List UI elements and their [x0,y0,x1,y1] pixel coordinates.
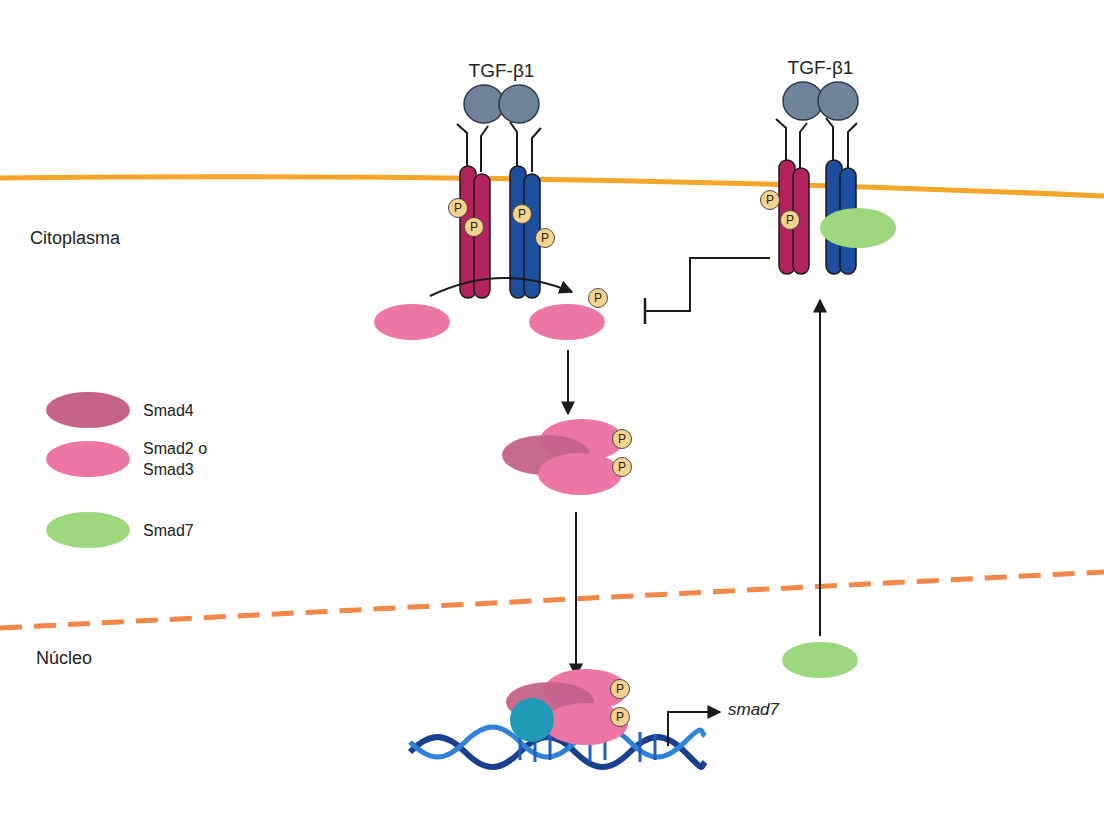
ligand-name: TGF-β1 [454,60,549,82]
phosphate-circle: P [612,457,632,477]
transcription-arrow [668,712,720,746]
compartment-label: Citoplasma [30,228,120,249]
phosphate-circle: P [464,217,484,237]
ligand-monomer [499,85,539,123]
phosphate-label: P [541,232,549,244]
compartment-label: Núcleo [36,648,92,669]
legend-ellipse [46,392,130,428]
smad7 [782,642,858,678]
phosphate-label: P [518,208,526,220]
phosphate-label: P [618,433,626,445]
legend-entry: Smad2 o Smad3 [45,438,223,480]
flow-arrow [575,512,577,676]
phosphate-circle: P [448,198,468,218]
ligand-dimer: TGF-β1 [773,57,868,123]
gene-name: smad7 [728,700,779,720]
legend-entry: Smad4 [45,391,223,429]
translocation-arrow [819,300,821,636]
phosphate-label: P [786,214,794,226]
phosphorylation-arrow [430,278,572,296]
phosphate-circle: P [610,707,630,727]
ligand-name: TGF-β1 [773,57,868,79]
phosphate-label: P [616,711,624,723]
legend-text: Smad7 [143,520,223,541]
phosphate-label: P [454,202,462,214]
legend-swatch [45,511,131,549]
ligand-monomer [783,82,823,120]
receptor-left [457,122,541,298]
inhibition-line [645,258,770,311]
phosphate-label: P [766,194,774,206]
phosphate-circle: P [535,228,555,248]
smad-complex [502,419,624,495]
cell-membrane [0,177,1104,196]
receptor-right [776,118,896,274]
smad2-3 [374,304,450,340]
legend-entry: Smad7 [45,511,223,549]
legend-text: Smad4 [143,400,223,421]
phosphate-label: P [594,292,602,304]
phosphate-circle: P [610,679,630,699]
phosphate-label: P [616,683,624,695]
phosphate-circle: P [588,288,608,308]
flow-arrow [567,350,569,414]
phosphate-circle: P [512,204,532,224]
phosphate-label: P [470,221,478,233]
phosphate-circle: P [612,429,632,449]
phosphate-circle: P [760,190,780,210]
ligand-monomer [818,82,858,120]
smad-complex-dna [506,669,628,745]
legend-ellipse [46,512,130,548]
nuclear-envelope [0,572,1104,628]
legend-swatch [45,440,131,478]
legend-text: Smad2 o Smad3 [143,438,223,480]
phosphate-label: P [618,461,626,473]
inhibition-bar [644,298,647,324]
phosphate-circle: P [780,210,800,230]
legend-swatch [45,391,131,429]
ligand-monomer [464,85,504,123]
legend-ellipse [46,441,130,477]
smad2-3-phospho [529,304,605,340]
ligand-dimer: TGF-β1 [454,60,549,126]
